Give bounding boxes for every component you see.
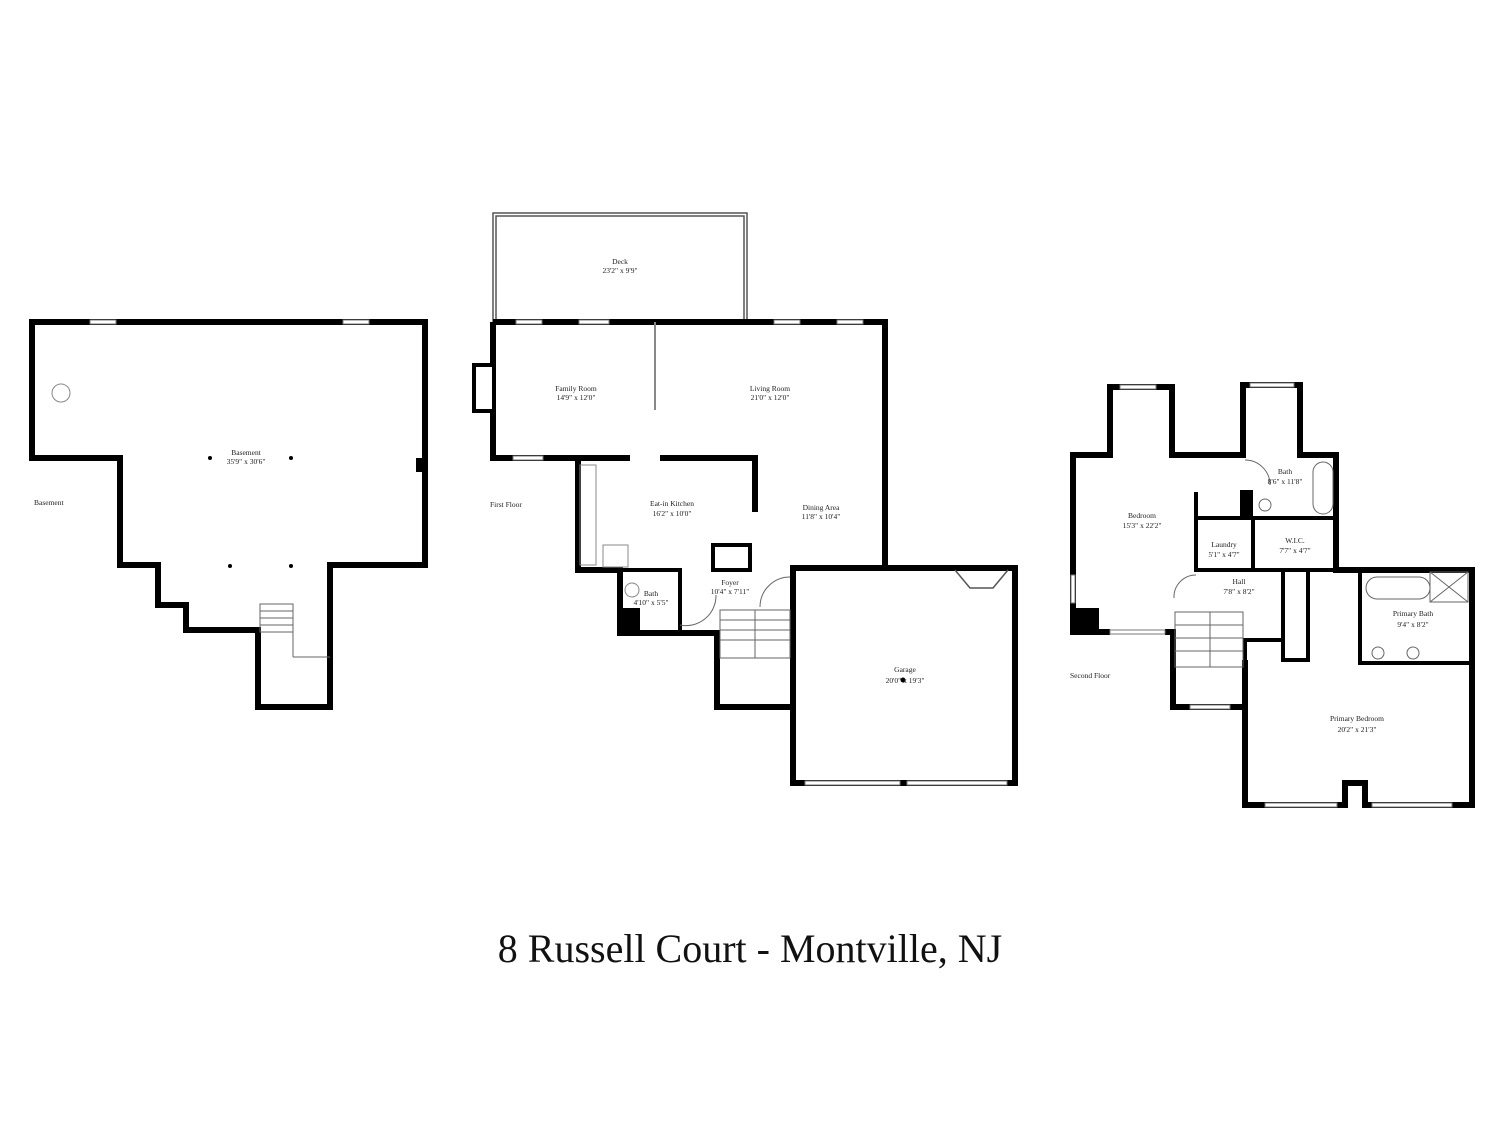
room-dims: 5'1" x 4'7" [1208,550,1239,559]
room-name: Primary Bath [1393,609,1433,618]
floor-label-first: First Floor [490,500,522,509]
room-name: Hall [1233,577,1246,586]
water-heater-icon [51,383,71,403]
first-floor-plan: First Floor Deck 23'2" x 9'9" Family Roo… [472,212,1018,786]
room-dims: 21'0" x 12'0" [751,393,790,402]
second-floor-plan: Second Floor Bedroom 15'3" x 22'2" Bath … [1070,382,1475,808]
room-dims: 16'2" x 10'0" [653,509,692,518]
room-name: Laundry [1211,540,1237,549]
room-name: W.I.C. [1285,536,1305,545]
room-dims: 35'9" x 30'6" [227,457,266,466]
room-dims: 7'8" x 8'2" [1223,587,1254,596]
stairs [679,576,791,659]
room-name: Deck [612,257,628,266]
room-name: Eat-in Kitchen [650,499,694,508]
floor-label-second: Second Floor [1070,671,1111,680]
stairs [1173,459,1469,668]
room-dims: 7'7" x 4'7" [1279,546,1310,555]
room-name: Bath [1278,467,1292,476]
stairs [259,603,330,658]
room-dims: 10'4" x 7'11" [711,587,750,596]
room-dims: 11'8" x 10'4" [802,512,841,521]
room-name: Living Room [750,384,790,393]
room-name: Basement [231,448,261,457]
basement-plan: Basement Basement 35'9" x 30'6" [29,319,428,710]
room-name: Bath [644,589,658,598]
room-name: Foyer [721,578,739,587]
room-dims: 20'2" x 21'3" [1338,725,1377,734]
room-dims: 20'0" x 19'3" [886,676,925,685]
room-dims: 8'6" x 11'8" [1268,477,1303,486]
page-title: 8 Russell Court - Montville, NJ [497,926,1003,971]
room-dims: 4'10" x 5'5" [633,598,668,607]
room-name: Garage [894,665,916,674]
room-name: Primary Bedroom [1330,714,1384,723]
room-name: Dining Area [803,503,841,512]
floor-label-basement: Basement [34,498,64,507]
room-name: Family Room [555,384,597,393]
fireplace [472,363,496,413]
room-name: Bedroom [1128,511,1156,520]
room-dims: 9'4" x 8'2" [1397,620,1428,629]
room-dims: 14'9" x 12'0" [557,393,596,402]
room-dims: 23'2" x 9'9" [602,266,637,275]
room-dims: 15'3" x 22'2" [1123,521,1162,530]
